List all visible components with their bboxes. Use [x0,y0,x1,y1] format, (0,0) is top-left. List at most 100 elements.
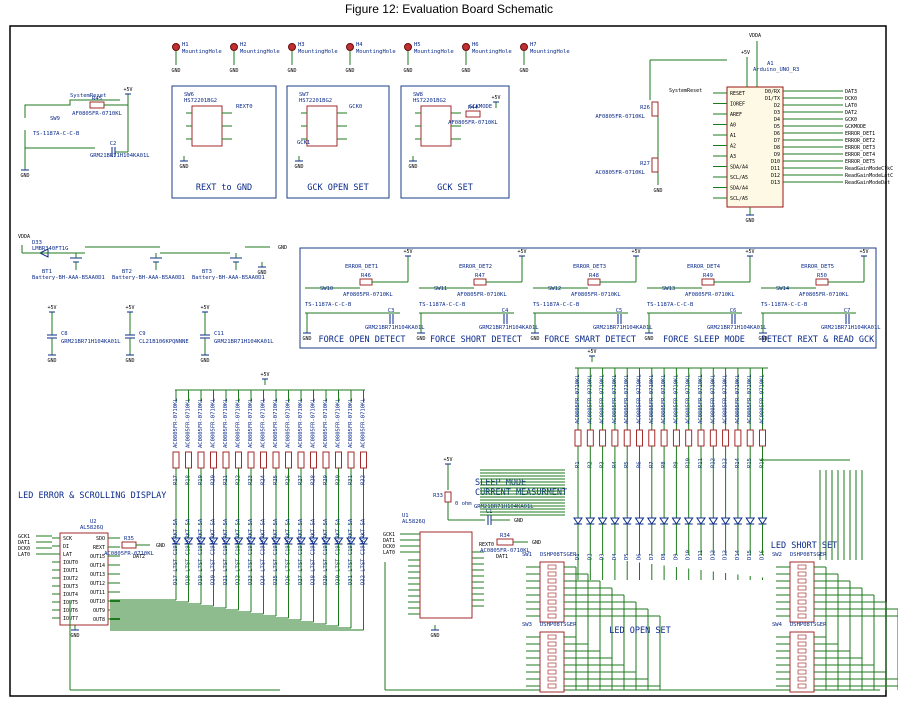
gnd-label: GND [758,336,767,342]
pwr-label: +5V [491,95,500,101]
pwr-label: +5V [260,372,269,378]
r26-ref: R26 [640,105,650,111]
battery-value: Battery-BH-AAA-B5AA0D1 [192,275,265,281]
dip-slider [547,564,557,570]
detect-r-value: AF0805FR-0710KL [343,292,393,298]
d24-led [258,537,269,545]
battery-ref: BT2 [122,269,132,275]
pwr-label: +5V [587,349,596,355]
dip-ref: SW3 [522,622,532,628]
arduino-right-net: ReadGainModeClkC [845,166,893,172]
arduino-right-pin: D4 [774,117,780,123]
led-error-resistor [360,451,367,469]
dip-value: DSHP08TSGER [790,622,827,628]
r46-resistor [359,278,373,286]
mounting-hole-4 [346,43,354,51]
mounting-hole-gnd: GND [461,68,470,74]
detect-r-value: AF0805FR-0710KL [799,292,849,298]
r49-ref: R49 [703,273,713,279]
arduino-right-pin: D10 [771,159,780,165]
detect-cap-value: GRM21BR71H104KA01L [593,325,653,331]
u2-input: DCK0 [18,546,30,552]
u2-right-pin: OUT9 [93,608,105,614]
detect-switch-value: TS-1187A-C-C-B [761,302,808,308]
gnd-label: GND [47,358,56,364]
led-error-resistor [272,451,280,469]
r45-value: AF0805FR-0710KL [72,111,122,117]
switch-ref: SW8 [413,92,423,98]
gnd-label: GND [430,633,439,639]
arduino-right-pin: D3 [774,110,780,116]
switch-net: GCKMODE [469,104,492,110]
d7-led [646,517,657,525]
arduino-right-net: ERROR_DET4 [845,152,875,158]
c4-ref: C4 [502,308,509,314]
detect-switch: SW11 [434,286,447,292]
dip-ref: SW1 [522,552,532,558]
mounting-hole-value: MountingHole [414,49,454,55]
d30-led [333,537,344,545]
led-open-r-value: AC0805FR-0710KL [673,374,679,424]
led-error-r-value: AC0805FR-0710KL [211,398,217,448]
gnd-label: GND [408,164,417,170]
reset-net: SystemReset [70,93,106,99]
d3-led [597,517,608,525]
c8-value: GRM21BR71H104KA01L [61,339,121,345]
dip-slider [547,634,557,640]
u2-body [59,532,109,626]
dip-value: DSHP08TSGER [540,622,577,628]
d20-led [208,537,219,545]
d25-led [271,537,281,545]
detect-r-value: AF0805FR-0710KL [457,292,507,298]
arduino-left-pin: RESET [730,91,745,97]
led-error-resistor [297,451,305,469]
u2-value: AL5826Q [80,525,103,531]
c2-ref: C2 [110,141,117,147]
mounting-hole-ref: H1 [182,42,189,48]
led-error-r-value: AC0805FR-0710KL [348,398,354,448]
d19-led [196,537,206,545]
led-open-resistor [599,429,607,447]
switch-part: HS72201BG2 [413,98,446,104]
led-open-r-value: AC0805FR-0710KL [575,374,581,424]
arduino-right-net: ERROR_DET1 [845,131,875,137]
detect-title: DETECT REXT & READ GCK [762,335,875,345]
c8-ref: C8 [61,331,68,337]
detect-switch: SW10 [320,286,333,292]
led-error-r-value: AC0805FR-0710KL [298,398,304,448]
led-open-r-value: AC0805FR-0710KL [723,374,729,424]
u2-left-pin: IOUT4 [63,592,78,598]
u2-ref: U2 [90,519,97,525]
r34-value: AC0805FR-0710KL [480,548,530,554]
d6-led [634,517,645,525]
r44-value: AF0805FR-0710KL [448,120,498,126]
d16-led [757,517,768,525]
arduino-right-net: DAT2 [845,110,857,116]
detect-switch: SW12 [548,286,561,292]
gnd-label: GND [257,270,266,276]
switch-part: HS72201BG2 [184,98,217,104]
led-error-resistor [285,451,292,469]
r26-value: AF0805FR-0710KL [595,114,645,120]
dip-slider [797,676,807,682]
led-open-r-value: AC0805FR-0710KL [735,374,741,424]
dip-ref: SW4 [772,622,783,628]
dip-ref: SW2 [772,552,782,558]
mounting-hole-ref: H3 [298,42,305,48]
arduino-left-pin: SCL/A5 [730,175,748,181]
dip-slider [797,662,807,668]
arduino-right-pin: D13 [771,180,780,186]
d11-led [696,517,706,525]
diode-value: LMBR340FT1G [32,246,68,252]
arduino-right-net: GCKMODE [845,124,866,130]
mounting-hole-gnd: GND [229,68,238,74]
mounting-hole-value: MountingHole [240,49,280,55]
u2-gnd: GND [156,543,165,549]
d4-led [609,517,620,525]
pwr-label: +5V [47,305,56,311]
led-error-r-value: AC0805FR-0710KL [173,398,179,448]
arduino-right-pin: D2 [774,103,780,109]
switch-part: HS72201BG2 [299,98,332,104]
led-error-resistor [260,451,267,469]
dip-slider [547,571,557,577]
